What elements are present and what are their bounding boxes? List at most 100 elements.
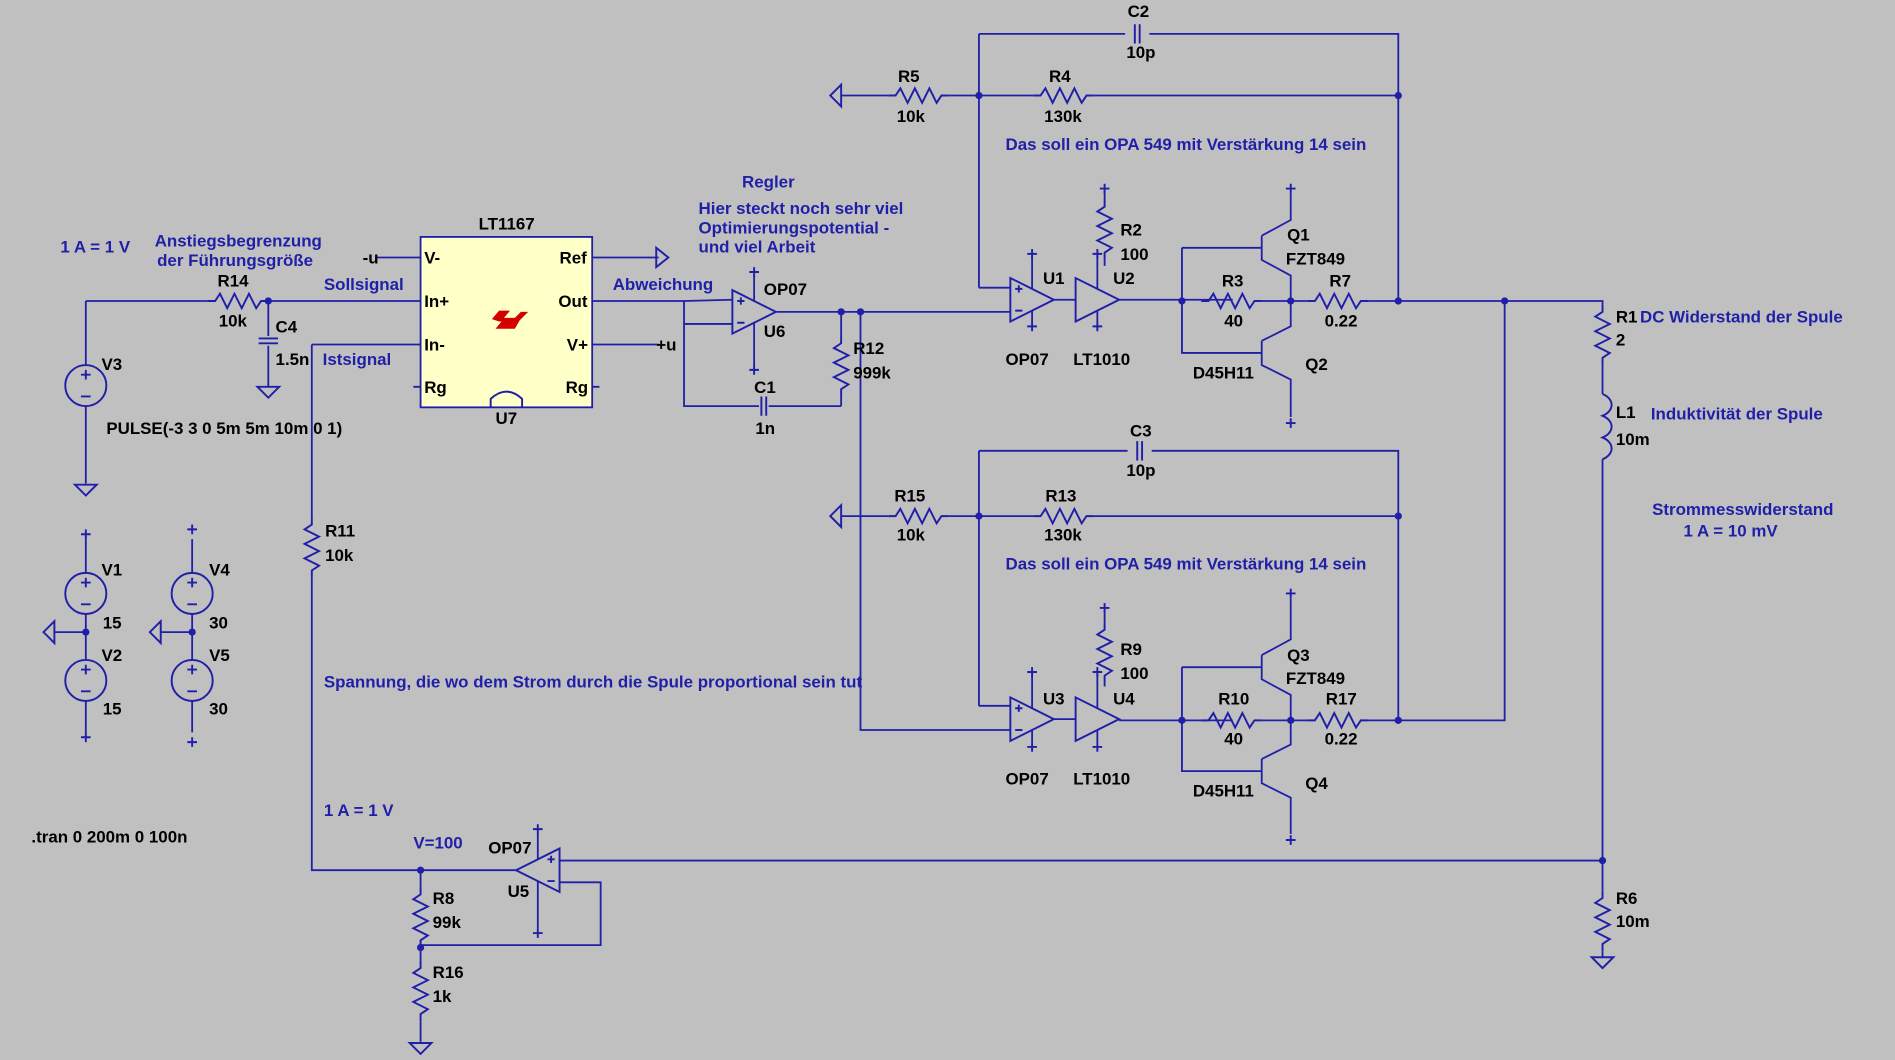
regler-title: Regler bbox=[742, 172, 795, 191]
r1-name: R1 bbox=[1616, 308, 1638, 327]
shunt-note-line1: Strommesswiderstand bbox=[1652, 500, 1833, 519]
r4-value: 130k bbox=[1044, 107, 1082, 126]
r11-value: 10k bbox=[325, 546, 354, 565]
q2-label: Q2 bbox=[1305, 355, 1328, 374]
gain-label: V=100 bbox=[413, 833, 462, 852]
r2-name: R2 bbox=[1120, 221, 1142, 240]
supply-15v bbox=[42, 528, 108, 744]
regler-note-line2: Optimierungspotential - bbox=[699, 218, 890, 237]
integrator-op07 bbox=[684, 266, 865, 407]
v5-value: 30 bbox=[209, 699, 228, 718]
r2-value: 100 bbox=[1120, 245, 1148, 264]
scale-note-top: 1 A = 1 V bbox=[60, 238, 130, 257]
c4-value: 1.5n bbox=[276, 350, 310, 369]
v4-label: V4 bbox=[209, 560, 230, 579]
r3-value: 40 bbox=[1224, 311, 1243, 330]
r13-name: R13 bbox=[1045, 487, 1076, 506]
v1-label: V1 bbox=[102, 560, 123, 579]
istsignal-label: Istsignal bbox=[323, 350, 392, 369]
sense-path bbox=[303, 344, 517, 1055]
top-feedback-network bbox=[829, 23, 1402, 313]
r10-name: R10 bbox=[1218, 690, 1249, 709]
r12-name: R12 bbox=[853, 339, 884, 358]
q1-label: Q1 bbox=[1287, 226, 1310, 245]
u2-label: U2 bbox=[1113, 269, 1135, 288]
c3-name: C3 bbox=[1130, 421, 1152, 440]
r7-value: 0.22 bbox=[1325, 311, 1358, 330]
c2-name: C2 bbox=[1128, 2, 1150, 21]
input-network bbox=[64, 292, 421, 497]
u3-label: U3 bbox=[1043, 690, 1065, 709]
r1-note: DC Widerstand der Spule bbox=[1640, 308, 1843, 327]
c1-name: C1 bbox=[754, 378, 776, 397]
q3-label: Q3 bbox=[1287, 646, 1310, 665]
v2-label: V2 bbox=[102, 646, 123, 665]
v5-label: V5 bbox=[209, 646, 230, 665]
plus-u-label: +u bbox=[656, 336, 676, 355]
r17-name: R17 bbox=[1326, 690, 1357, 709]
v2-value: 15 bbox=[103, 699, 122, 718]
d45h11-q2-label: D45H11 bbox=[1193, 363, 1254, 382]
r17-value: 0.22 bbox=[1325, 730, 1358, 749]
pin-ref: Ref bbox=[560, 249, 588, 268]
anstieg-line2: der Führungsgröße bbox=[157, 251, 313, 270]
supply-30v bbox=[148, 523, 214, 748]
lt1167-instrumentation-amp bbox=[311, 236, 842, 417]
op07-u1-label: OP07 bbox=[1006, 350, 1049, 369]
regler-note-line3: und viel Arbeit bbox=[699, 238, 816, 257]
r13-value: 130k bbox=[1044, 525, 1082, 544]
opa-note-bottom: Das soll ein OPA 549 mit Verstärkung 14 … bbox=[1006, 554, 1367, 573]
pin-v-plus: V+ bbox=[567, 336, 588, 355]
c1-value: 1n bbox=[755, 419, 775, 438]
anstieg-line1: Anstiegsbegrenzung bbox=[155, 232, 322, 251]
lt1010-u4-label: LT1010 bbox=[1073, 769, 1130, 788]
r8-value: 99k bbox=[433, 913, 462, 932]
d45h11-q4-label: D45H11 bbox=[1193, 781, 1254, 800]
op07-u5-label: OP07 bbox=[488, 838, 531, 857]
r15-value: 10k bbox=[897, 525, 926, 544]
r5-value: 10k bbox=[897, 107, 926, 126]
r8-name: R8 bbox=[433, 889, 455, 908]
r5-name: R5 bbox=[898, 67, 920, 86]
labels: C2 10p R5 10k R4 130k Das soll ein OPA 5… bbox=[31, 2, 1842, 1006]
fzt849-q3-label: FZT849 bbox=[1286, 669, 1345, 688]
r11-name: R11 bbox=[325, 522, 355, 541]
pin-rg-right: Rg bbox=[566, 378, 589, 397]
pulse-spec: PULSE(-3 3 0 5m 5m 10m 0 1) bbox=[106, 419, 342, 438]
r6-value: 10m bbox=[1616, 912, 1650, 931]
pin-in-plus: In+ bbox=[424, 292, 449, 311]
l1-name: L1 bbox=[1616, 403, 1636, 422]
bottom-feedback-network bbox=[829, 311, 1402, 731]
r10-value: 40 bbox=[1224, 730, 1243, 749]
r4-name: R4 bbox=[1049, 67, 1071, 86]
sense-amp-op07 bbox=[420, 823, 1603, 947]
r14-name: R14 bbox=[218, 271, 250, 290]
fzt849-q1-label: FZT849 bbox=[1286, 250, 1345, 269]
u1-label: U1 bbox=[1043, 269, 1065, 288]
pin-v-minus: V- bbox=[424, 249, 440, 268]
r1-value: 2 bbox=[1616, 331, 1625, 350]
r16-name: R16 bbox=[433, 963, 464, 982]
shunt-note-line2: 1 A = 10 mV bbox=[1684, 522, 1779, 541]
r9-name: R9 bbox=[1120, 640, 1142, 659]
q4-label: Q4 bbox=[1305, 774, 1328, 793]
pin-rg-left: Rg bbox=[424, 378, 447, 397]
lt1167-label: LT1167 bbox=[479, 215, 535, 234]
pin-in-minus: In- bbox=[424, 336, 445, 355]
r7-name: R7 bbox=[1329, 271, 1351, 290]
v1-value: 15 bbox=[103, 613, 122, 632]
r16-value: 1k bbox=[433, 987, 452, 1006]
r3-name: R3 bbox=[1222, 271, 1244, 290]
spannung-note: Spannung, die wo dem Strom durch die Spu… bbox=[324, 673, 863, 692]
l1-note: Induktivität der Spule bbox=[1651, 404, 1823, 423]
opa-note-top: Das soll ein OPA 549 mit Verstärkung 14 … bbox=[1006, 135, 1367, 154]
op07-u3-label: OP07 bbox=[1006, 769, 1049, 788]
u7-label: U7 bbox=[496, 409, 518, 428]
l1-value: 10m bbox=[1616, 430, 1650, 449]
u4-label: U4 bbox=[1113, 690, 1135, 709]
r9-value: 100 bbox=[1120, 664, 1148, 683]
tran-directive: .tran 0 200m 0 100n bbox=[31, 827, 187, 846]
c2-value: 10p bbox=[1126, 43, 1155, 62]
bottom-output-transistors bbox=[1181, 300, 1506, 846]
r15-name: R15 bbox=[894, 487, 925, 506]
